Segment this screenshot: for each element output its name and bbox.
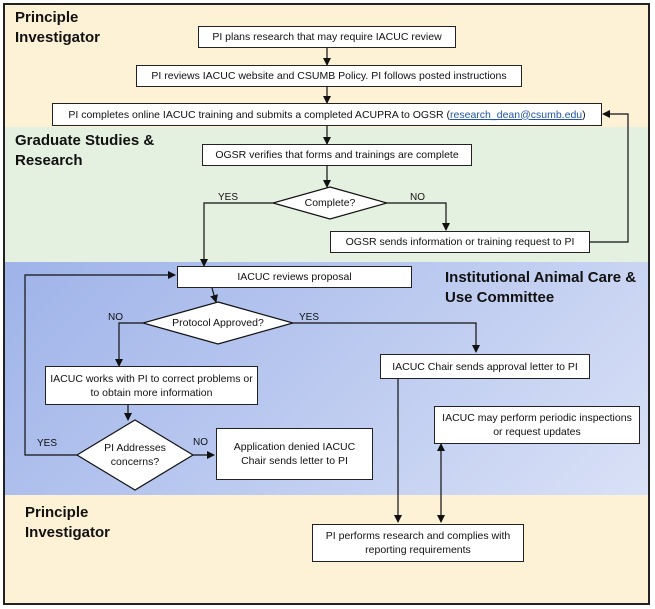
training-text-suffix: )	[582, 108, 586, 121]
edge-label-addresses-yes: YES	[37, 438, 58, 449]
decision-complete-label: Complete?	[304, 197, 356, 209]
lane-title-gsr: Graduate Studies & Research	[15, 132, 155, 169]
node-iacuc-reviews: IACUC reviews proposal	[177, 266, 412, 288]
training-text-prefix: PI completes online IACUC training and s…	[68, 108, 451, 121]
arrow-ogsr-loop	[590, 110, 629, 243]
node-pi-completes-training: PI completes online IACUC training and s…	[52, 103, 602, 126]
decision-addresses-shape	[75, 419, 195, 491]
node-iacuc-works-with-pi: IACUC works with PI to correct problems …	[45, 366, 258, 405]
decision-complete-shape	[270, 186, 390, 220]
arrow-protocol-no	[115, 322, 143, 367]
decision-protocol-label: Protocol Approved?	[172, 317, 264, 329]
node-chair-approval: IACUC Chair sends approval letter to PI	[380, 354, 590, 379]
edge-label-complete-no: NO	[410, 192, 425, 203]
research-dean-email-link[interactable]: research_dean@csumb.edu	[450, 108, 583, 121]
arrow-addresses-yes	[24, 271, 176, 456]
node-pi-plans: PI plans research that may require IACUC…	[198, 26, 456, 48]
lane-title-pi-bottom: Principle Investigator	[25, 504, 111, 541]
arrow-protocol-yes	[293, 322, 480, 353]
node-pi-reviews-website: PI reviews IACUC website and CSUMB Polic…	[136, 65, 522, 87]
node-periodic-inspections: IACUC may perform periodic inspections o…	[434, 406, 640, 444]
arrow-complete-no	[387, 202, 450, 231]
decision-protocol-shape	[140, 301, 296, 345]
edge-label-addresses-no: NO	[193, 437, 208, 448]
edge-label-protocol-no: NO	[108, 312, 123, 323]
arrow-reviews-to-protocol	[210, 287, 218, 303]
lane-title-iacuc: Institutional Animal Care & Use Committe…	[445, 269, 637, 306]
decision-addresses-label: PI Addresses concerns?	[104, 442, 166, 468]
node-application-denied: Application denied IACUC Chair sends let…	[216, 428, 373, 480]
edge-label-complete-yes: YES	[218, 192, 239, 203]
lane-title-pi-top: Principle Investigator	[15, 9, 101, 46]
node-ogsr-sends: OGSR sends information or training reque…	[330, 231, 590, 253]
node-ogsr-verifies: OGSR verifies that forms and trainings a…	[202, 144, 472, 166]
edge-label-protocol-yes: YES	[299, 312, 320, 323]
arrow-complete-yes	[200, 202, 273, 267]
node-pi-performs-research: PI performs research and complies with r…	[312, 524, 524, 562]
